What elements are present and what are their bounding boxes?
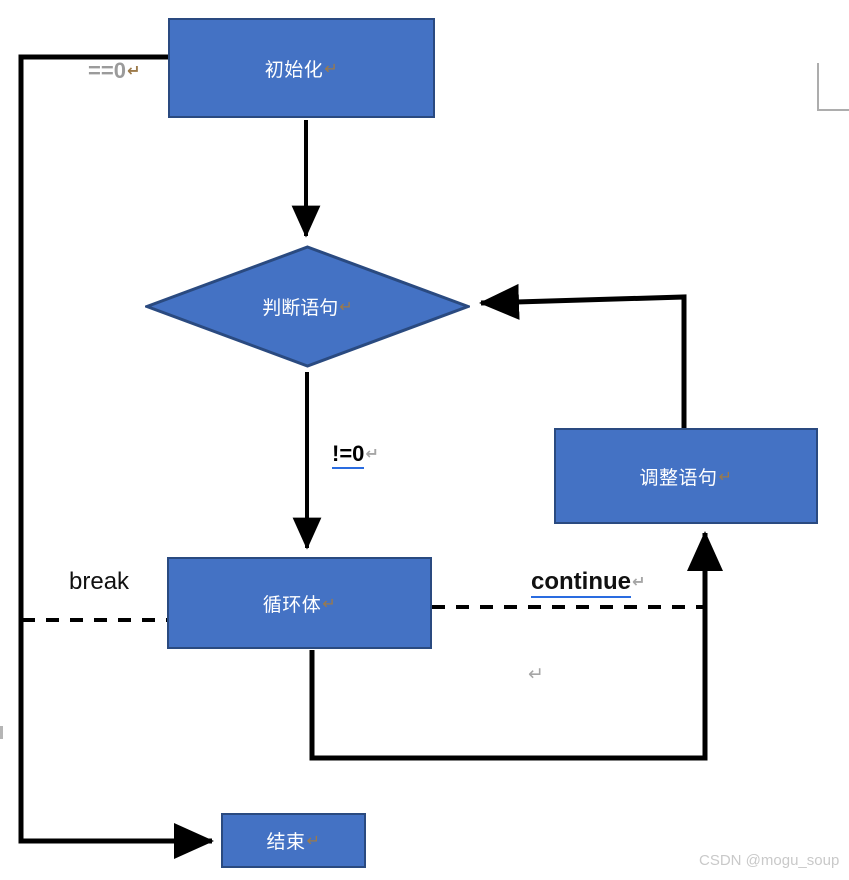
corner-bracket-decoration bbox=[817, 63, 849, 111]
edge-loopbody-to-adjust bbox=[309, 530, 724, 761]
return-mark-icon: ↵ bbox=[322, 595, 337, 613]
node-init-label: 初始化↵ bbox=[264, 59, 339, 81]
return-mark-icon: ↵ bbox=[324, 60, 339, 78]
edge-label-neq0: !=0↵ bbox=[332, 441, 379, 469]
node-loop-body[interactable]: 循环体↵ bbox=[167, 557, 432, 649]
node-end-label: 结束↵ bbox=[266, 832, 321, 853]
node-init[interactable]: 初始化↵ bbox=[168, 18, 435, 118]
edge-tick-decoration bbox=[0, 726, 3, 739]
return-mark-icon: ↵ bbox=[306, 833, 321, 850]
stray-return-mark-icon: ↵ bbox=[528, 664, 544, 685]
node-condition[interactable]: 判断语句↵ bbox=[142, 245, 473, 368]
return-mark-icon: ↵ bbox=[126, 63, 141, 80]
diamond-shape-icon bbox=[142, 245, 473, 368]
node-adjust-label: 调整语句↵ bbox=[639, 467, 733, 489]
edge-label-eq0: ==0↵ bbox=[88, 58, 141, 83]
edge-label-continue: continue↵ bbox=[531, 568, 646, 598]
watermark-text: CSDN @mogu_soup bbox=[699, 852, 840, 869]
edge-label-break: break bbox=[69, 568, 130, 595]
node-adjust[interactable]: 调整语句↵ bbox=[554, 428, 818, 524]
edge-eq0-to-end bbox=[18, 54, 215, 860]
return-mark-icon: ↵ bbox=[365, 446, 379, 463]
node-loop-body-label: 循环体↵ bbox=[262, 594, 337, 616]
return-mark-icon: ↵ bbox=[632, 574, 646, 591]
return-mark-icon: ↵ bbox=[718, 468, 733, 486]
edge-adjust-to-condition bbox=[479, 283, 687, 428]
node-end[interactable]: 结束↵ bbox=[221, 813, 366, 868]
